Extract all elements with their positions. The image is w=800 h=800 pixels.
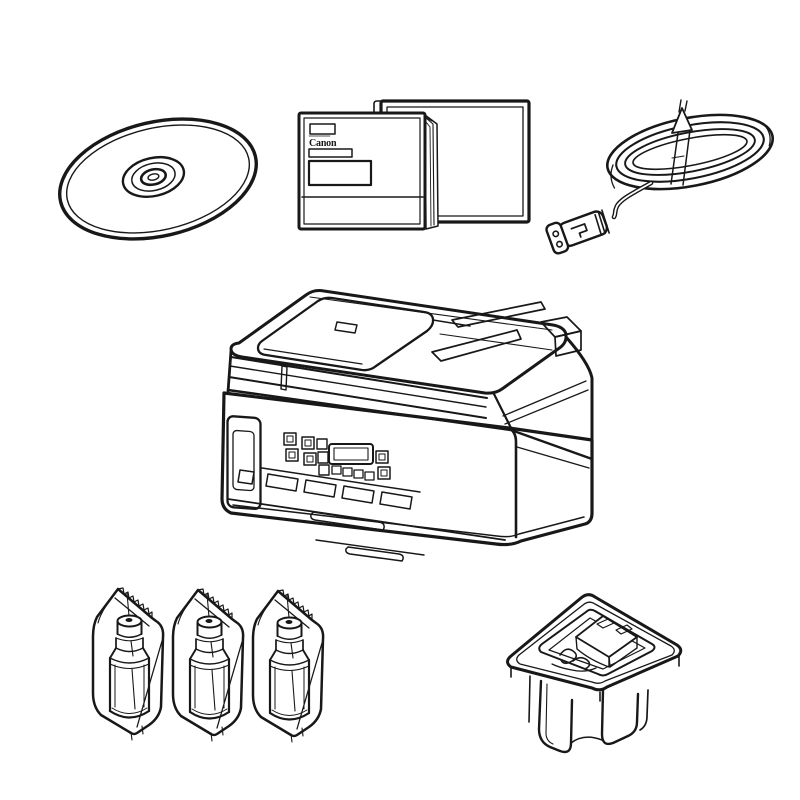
printer-illustration xyxy=(220,289,594,562)
power-cord-illustration xyxy=(545,99,775,255)
page-fan xyxy=(419,113,439,230)
scanner-deck-top xyxy=(229,289,568,395)
canon-logo-text: Canon xyxy=(309,138,337,149)
cd-hub-icon xyxy=(121,155,186,198)
ink-bottle-3 xyxy=(251,588,325,744)
ink-bottle-2 xyxy=(171,587,245,743)
front-booklet xyxy=(297,111,427,231)
ink-bottles-illustration xyxy=(91,586,325,744)
manuals-illustration: Canon xyxy=(297,99,531,231)
ink-bottle-1 xyxy=(91,586,165,742)
blister-cups xyxy=(510,654,680,754)
twist-tie xyxy=(670,99,693,186)
printer-body xyxy=(220,391,594,547)
print-head-cartridge xyxy=(551,615,638,672)
lcd-display xyxy=(328,443,374,465)
adf-paper-guides xyxy=(431,301,582,362)
control-panel xyxy=(283,432,391,481)
output-slot-band xyxy=(237,467,421,510)
setup-cd-illustration xyxy=(58,117,258,241)
power-plug xyxy=(545,209,610,255)
print-head-illustration xyxy=(506,593,683,754)
cord-coil xyxy=(605,113,775,191)
